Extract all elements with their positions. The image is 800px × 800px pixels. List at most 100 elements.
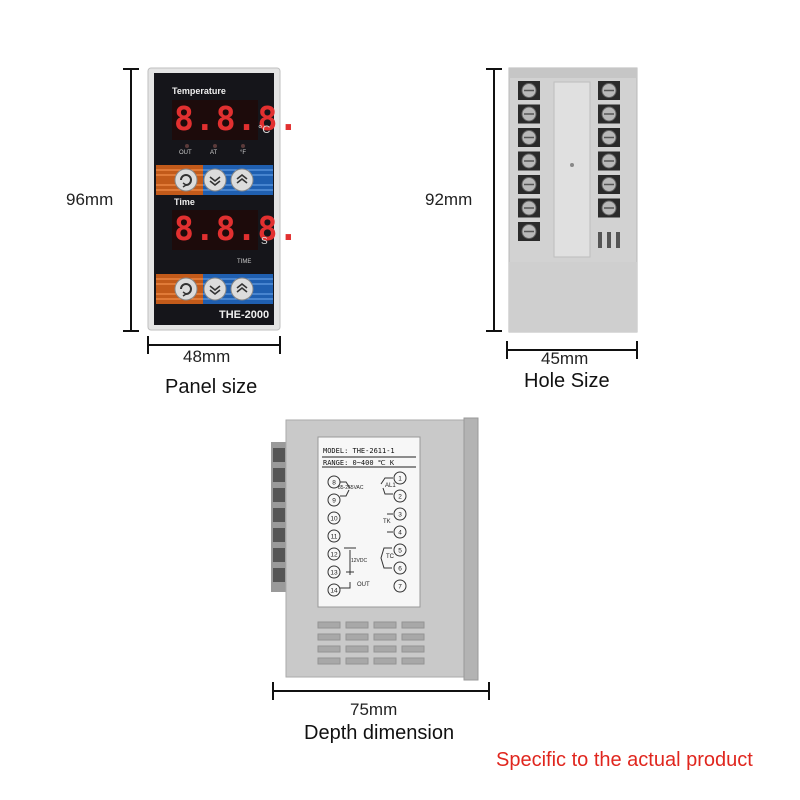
rear-vent-slots (598, 232, 620, 248)
indicator-out: OUT (179, 150, 192, 156)
terminal-number: 1 (398, 476, 402, 483)
rear-center-channel (553, 81, 591, 258)
sticker-tc-label: TC (386, 554, 394, 560)
temperature-up-button[interactable] (230, 168, 254, 192)
edge-screw (273, 548, 285, 562)
terminal-number: 7 (398, 584, 402, 591)
vent-slot (317, 657, 341, 665)
time-down-button[interactable] (203, 277, 227, 301)
rear-terminal-blocks (518, 81, 620, 241)
vent-slot (373, 621, 397, 629)
terminal-circle (393, 525, 407, 539)
terminal-number: 11 (331, 534, 338, 541)
temperature-label: Temperature (172, 86, 226, 96)
terminal-circle (393, 543, 407, 557)
terminal-number: 8 (332, 480, 336, 487)
time-display (172, 210, 258, 250)
panel-size-caption: Panel size (165, 376, 258, 398)
celsius-unit: °C (258, 124, 271, 136)
vent-slot (317, 645, 341, 653)
edge-screw (273, 568, 285, 582)
terminal-circle (393, 507, 407, 521)
sticker-model-line: MODEL: THE-2611-1 (323, 447, 395, 455)
terminal-number: 14 (330, 588, 338, 595)
terminal-circle (327, 565, 341, 579)
terminal-number: 4 (398, 530, 402, 537)
front-height-label: 96mm (66, 190, 114, 209)
vent-slot (345, 633, 369, 641)
depth-dimension (272, 682, 490, 700)
sticker-alarm-label: AL1 (385, 483, 396, 489)
terminal-circle (393, 489, 407, 503)
vent-slot (317, 621, 341, 629)
edge-screw (273, 508, 285, 522)
vent-slot (373, 645, 397, 653)
terminal-number: 2 (398, 494, 402, 501)
vent-slot (345, 645, 369, 653)
terminal-number: 10 (330, 516, 338, 523)
terminal-circle (327, 529, 341, 543)
vent-slot (345, 657, 369, 665)
front-height-dimension (123, 68, 139, 332)
time-digits: 8.8.8. (174, 209, 300, 248)
time-up-button[interactable] (230, 277, 254, 301)
vent-slot (401, 633, 425, 641)
vent-slot (373, 657, 397, 665)
terminal-number: 13 (330, 570, 338, 577)
terminal-circle (327, 547, 341, 561)
indicator-at: AT (210, 150, 218, 156)
sticker-dc-label: 12VDC (351, 558, 368, 564)
sticker-out-label: OUT (357, 582, 370, 588)
time-indicator: TIME (237, 259, 252, 265)
sticker-tk-label: TK (383, 519, 391, 525)
vent-slot (401, 621, 425, 629)
vent-slot (401, 657, 425, 665)
seconds-unit: S (261, 236, 268, 247)
rear-height-label: 92mm (425, 190, 473, 209)
temperature-display (172, 100, 258, 140)
ventilation-slots (317, 621, 425, 665)
rear-width-dimension (506, 341, 638, 359)
front-width-dimension (147, 336, 281, 354)
temperature-down-button[interactable] (203, 168, 227, 192)
edge-screw (273, 468, 285, 482)
indicator-f: °F (240, 150, 247, 156)
terminal-circle (327, 583, 341, 597)
terminal-circle (327, 493, 341, 507)
terminal-number: 3 (398, 512, 402, 519)
depth-label: 75mm (350, 700, 398, 719)
temperature-digits: 8.8.8. (174, 99, 300, 138)
time-set-button[interactable] (174, 277, 198, 301)
terminal-circle (393, 579, 407, 593)
vent-slot (401, 645, 425, 653)
terminal-circle (327, 511, 341, 525)
side-edge-screws (273, 448, 285, 582)
model-label: THE-2000 (219, 309, 270, 321)
depth-dimension-caption: Depth dimension (304, 722, 455, 744)
vent-slot (317, 633, 341, 641)
edge-screw (273, 528, 285, 542)
disclaimer-note: Specific to the actual product (496, 749, 753, 771)
terminal-number: 12 (330, 552, 338, 559)
vent-slot (345, 621, 369, 629)
temperature-set-button[interactable] (174, 168, 198, 192)
wiring-label-sticker (317, 436, 421, 608)
time-label: Time (174, 197, 195, 207)
terminal-number: 6 (398, 566, 402, 573)
terminal-circle (393, 471, 407, 485)
sticker-power-label: 85-265VAC (338, 485, 364, 491)
rear-height-dimension (486, 68, 502, 332)
sticker-range-line: RANGE: 0~400 ℃ K (323, 459, 395, 467)
hole-size-caption: Hole Size (524, 370, 610, 392)
vent-slot (373, 633, 397, 641)
terminal-circle (393, 561, 407, 575)
edge-screw (273, 488, 285, 502)
edge-screw (273, 448, 285, 462)
terminal-number: 5 (398, 548, 402, 555)
wiring-symbols (340, 477, 393, 589)
front-width-label: 48mm (183, 347, 231, 366)
rear-width-label: 45mm (541, 349, 589, 368)
terminal-number: 9 (332, 498, 336, 505)
